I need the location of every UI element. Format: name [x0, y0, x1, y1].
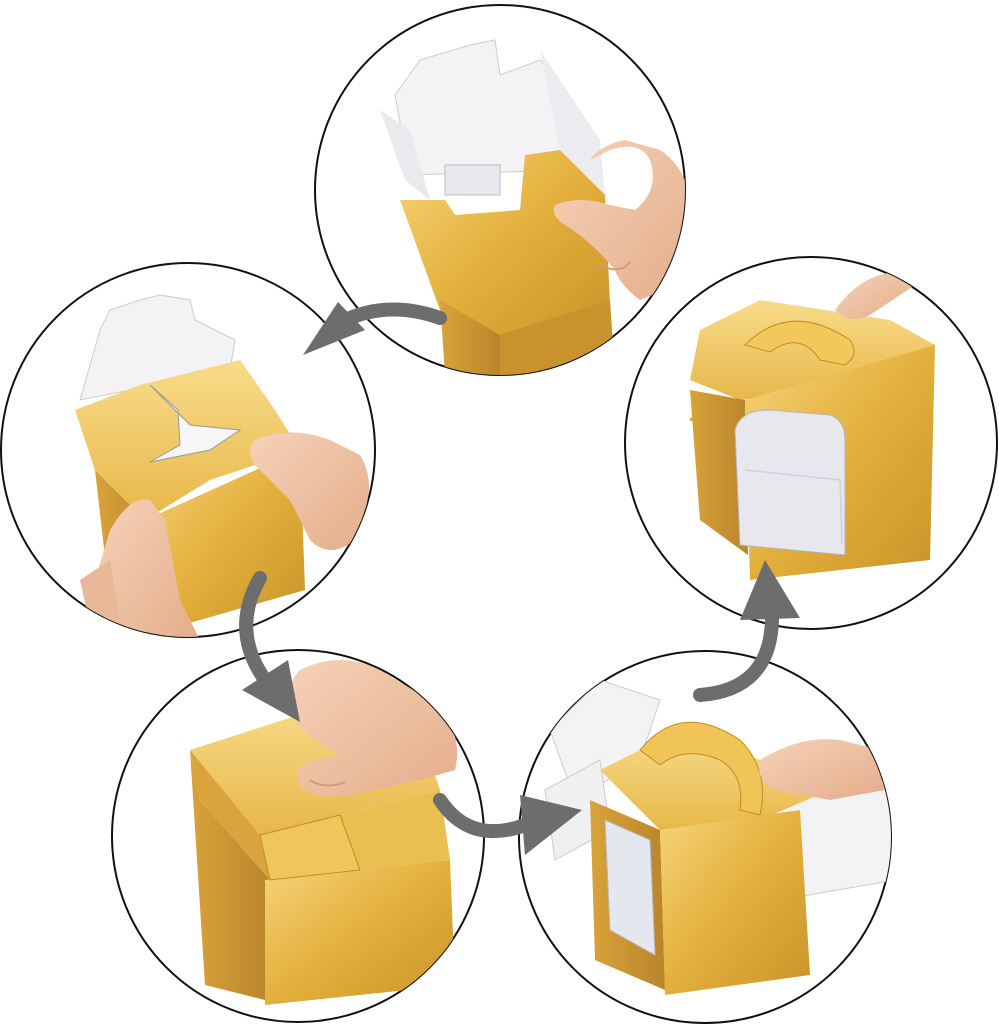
step-5-finished-box: [624, 256, 998, 630]
box-bottom-slot-icon: [75, 294, 369, 637]
box-bottom-pressed-icon: [190, 660, 458, 1005]
arrow-4-to-5: [693, 560, 800, 702]
curved-arrow-icon: [338, 302, 447, 327]
curved-arrow-icon: [239, 571, 272, 687]
arrow-1-to-2: [303, 302, 447, 355]
step-2-interlock-bottom-flaps: [0, 262, 376, 638]
step-4-fold-handle-lids: [518, 650, 892, 1024]
curved-arrow-icon: [433, 793, 532, 839]
arrow-2-to-3: [239, 571, 300, 722]
open-box-hand-icon: [380, 39, 685, 375]
step-3-press-bottom-closed: [111, 649, 485, 1023]
curved-arrow-icon: [693, 613, 779, 702]
step-1-fold-inner-flaps: [314, 4, 686, 376]
window-box-handle-closed-icon: [689, 272, 935, 580]
window-box-handle-open-icon: [544, 679, 891, 995]
arrow-3-to-4: [433, 793, 582, 855]
